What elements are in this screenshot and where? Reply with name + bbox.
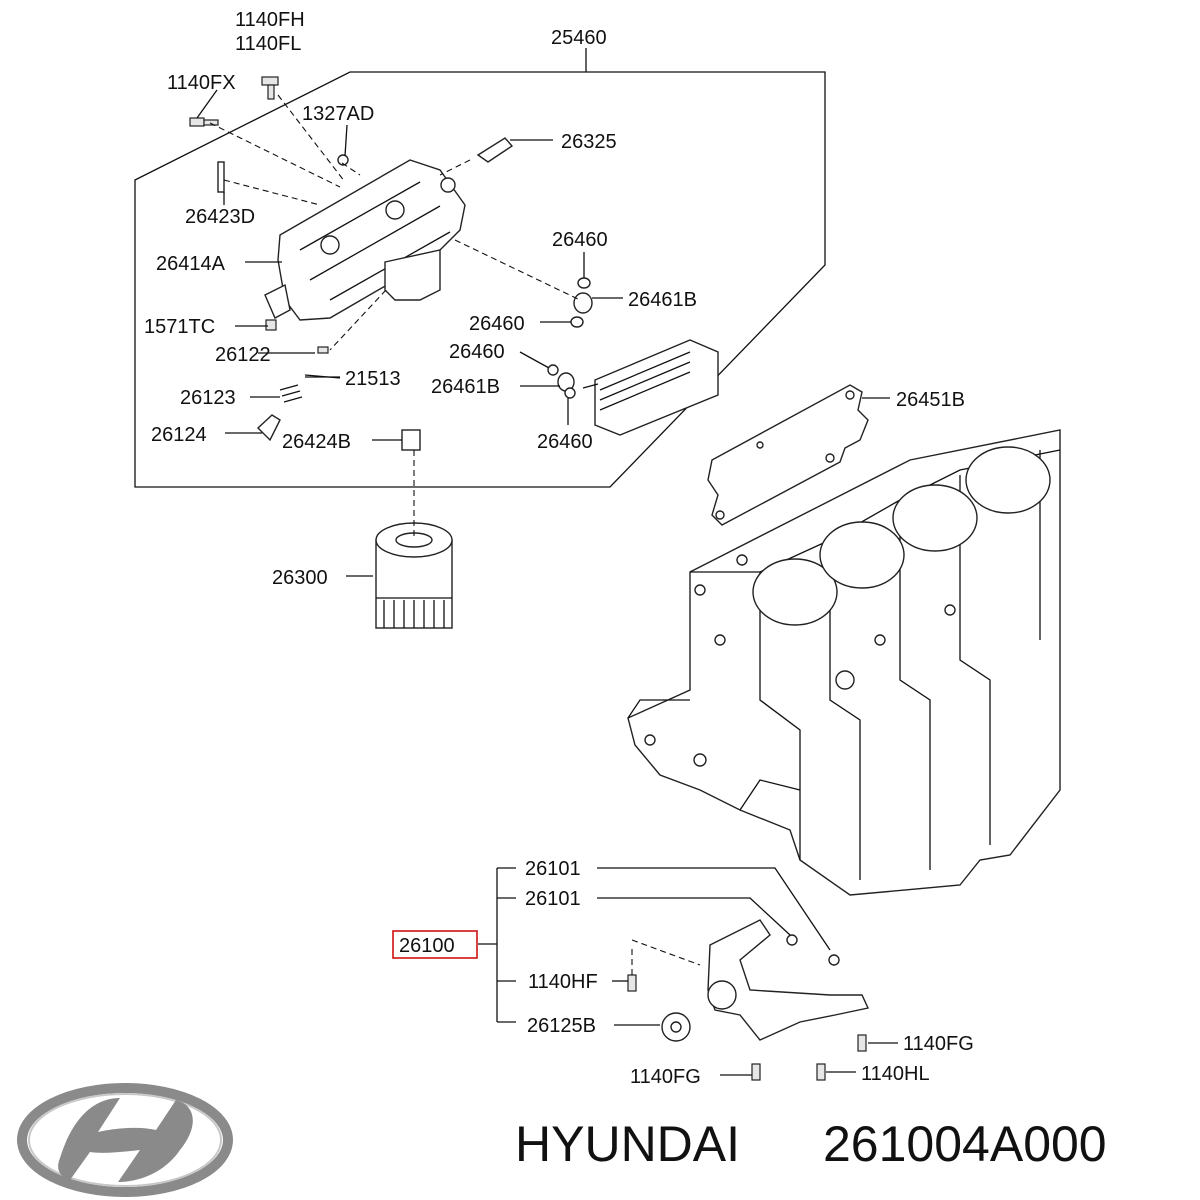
label-26461b-top: 26461B <box>628 289 697 311</box>
brand-name: HYUNDAI <box>515 1116 740 1172</box>
gasket-26451b <box>707 384 869 526</box>
part-number: 261004A000 <box>823 1116 1107 1172</box>
label-1140fg-bottom: 1140FG <box>630 1066 701 1088</box>
oil-pump <box>627 919 870 1081</box>
label-26125b: 26125B <box>527 1015 596 1037</box>
group-frame <box>134 71 826 488</box>
label-1140fh: 1140FH <box>235 9 305 31</box>
oil-filter <box>375 522 453 629</box>
label-26460-top: 26460 <box>552 229 608 251</box>
leader-lines <box>196 48 898 1076</box>
label-1140fl: 1140FL <box>235 33 301 55</box>
label-26325: 26325 <box>561 131 617 153</box>
label-25460: 25460 <box>551 27 607 49</box>
label-1140fg-right: 1140FG <box>903 1033 974 1055</box>
label-26460-mid: 26460 <box>469 313 525 335</box>
label-26123: 26123 <box>180 387 236 409</box>
label-1140hl: 1140HL <box>861 1063 930 1085</box>
label-26424b: 26424B <box>282 431 351 453</box>
hyundai-logo <box>17 1083 233 1197</box>
label-21513: 21513 <box>345 368 401 390</box>
label-26423d: 26423D <box>185 206 255 228</box>
label-26122: 26122 <box>215 344 271 366</box>
oil-cooler <box>582 339 719 436</box>
label-1140hf: 1140HF <box>528 971 598 993</box>
label-26101-a: 26101 <box>525 858 581 880</box>
small-parts <box>189 76 593 451</box>
label-1140fx: 1140FX <box>167 72 236 94</box>
label-26461b-cooler: 26461B <box>431 376 500 398</box>
label-26460-cooler-bottom: 26460 <box>537 431 593 453</box>
assembly-lines <box>209 94 701 975</box>
label-26460-cooler-top: 26460 <box>449 341 505 363</box>
label-26100: 26100 <box>399 935 455 957</box>
label-1327ad: 1327AD <box>302 103 374 125</box>
label-26451b: 26451B <box>896 389 965 411</box>
oil-filter-housing <box>264 159 466 321</box>
label-26124: 26124 <box>151 424 207 446</box>
label-26300: 26300 <box>272 567 328 589</box>
label-26101-b: 26101 <box>525 888 581 910</box>
engine-block <box>627 429 1061 896</box>
label-1571tc: 1571TC <box>144 316 215 338</box>
label-26414a: 26414A <box>156 253 226 275</box>
highlight-box-26100 <box>392 930 478 959</box>
